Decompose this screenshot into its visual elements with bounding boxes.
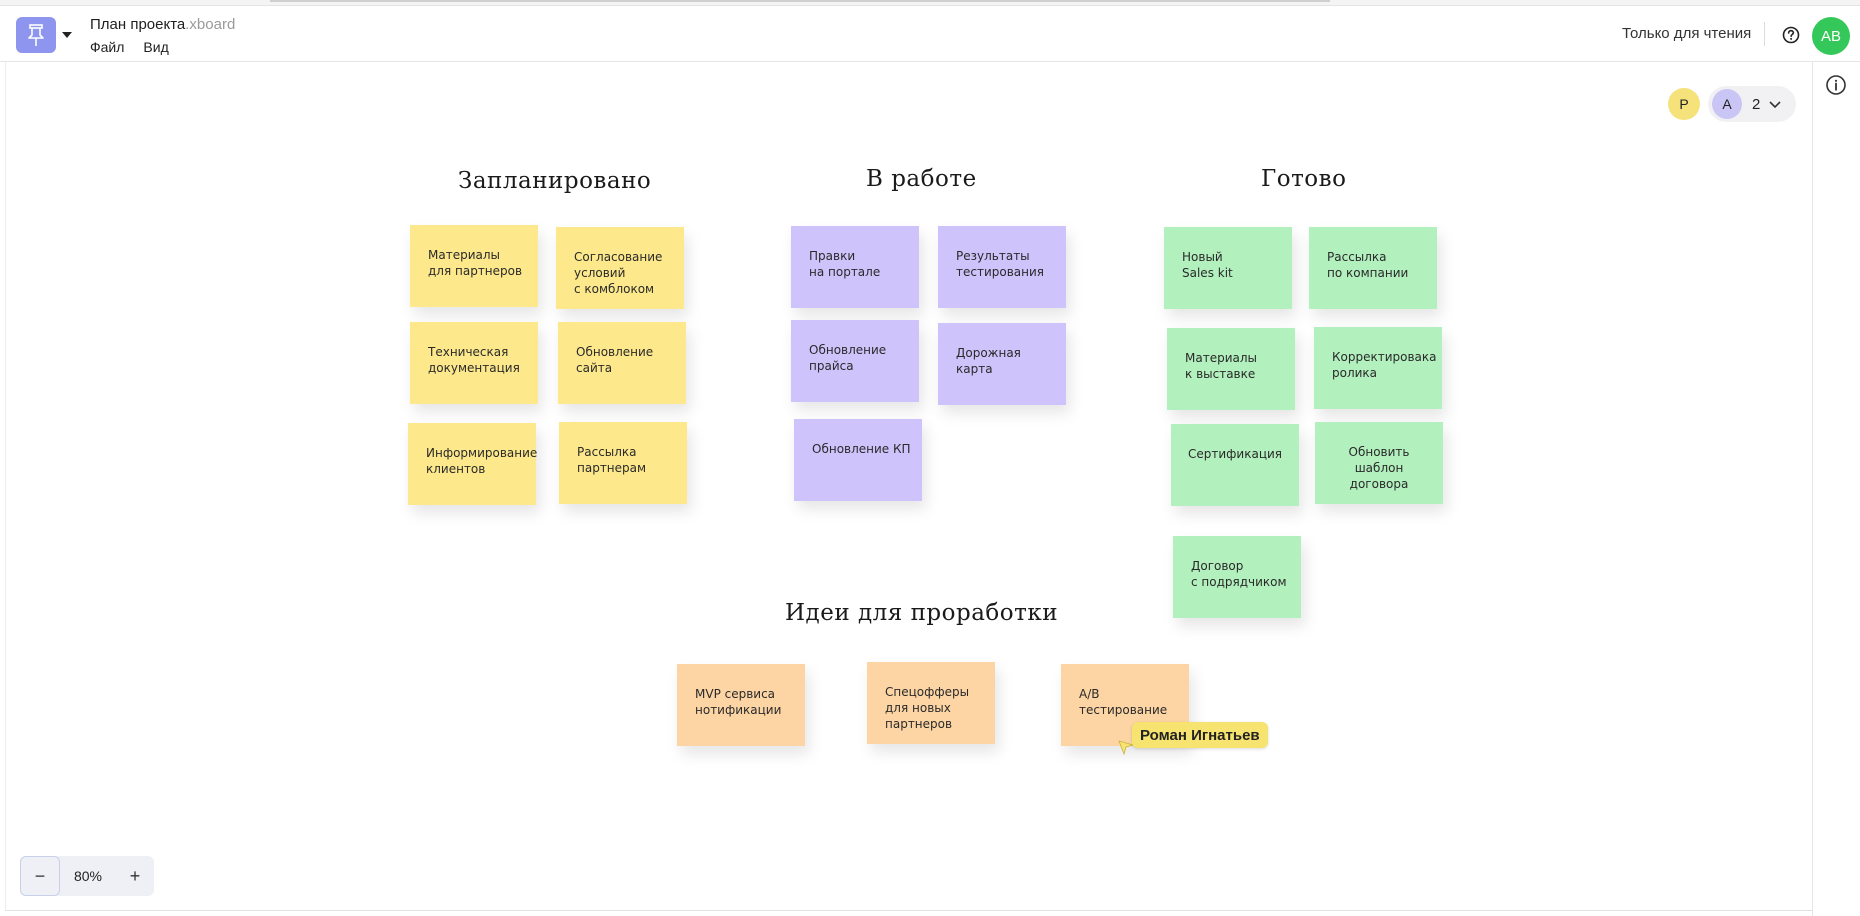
column-heading-in-progress: В работе (866, 166, 977, 192)
sticky-note[interactable]: Обновление прайса (791, 320, 919, 402)
collaborator-avatar: А (1712, 89, 1742, 119)
sticky-note[interactable]: Договор с подрядчиком (1173, 536, 1301, 618)
pin-icon (28, 24, 44, 46)
right-side-panel (1812, 62, 1860, 916)
menu-view[interactable]: Вид (143, 39, 169, 55)
cursor-arrow-icon (1118, 740, 1134, 756)
top-bar: План проекта.xboard Файл Вид Только для … (0, 0, 1860, 62)
readonly-label: Только для чтения (1622, 25, 1752, 42)
sticky-note[interactable]: Техническая документация (410, 322, 538, 404)
canvas-border (6, 910, 1812, 911)
sticky-note[interactable]: Рассылка партнерам (559, 422, 687, 504)
collaborator-avatar[interactable]: Р (1668, 88, 1700, 120)
remote-cursor-label: Роман Игнатьев (1132, 722, 1268, 748)
sticky-note[interactable]: Корректировака ролика (1314, 327, 1442, 409)
user-avatar[interactable]: AB (1812, 17, 1850, 55)
app-menu-button[interactable] (16, 17, 56, 53)
sticky-note[interactable]: Сертификация (1171, 424, 1299, 506)
sticky-note[interactable]: Новый Sales kit (1164, 227, 1292, 309)
section-heading-ideas: Идеи для проработки (785, 600, 1059, 626)
document-title-name: План проекта (90, 16, 186, 33)
menu-bar: Файл Вид (90, 39, 188, 55)
info-icon[interactable] (1825, 74, 1847, 96)
document-title-extension: .xboard (185, 16, 236, 33)
sticky-note[interactable]: Результаты тестирования (938, 226, 1066, 308)
menu-file[interactable]: Файл (90, 39, 125, 55)
zoom-control: − 80% + (20, 856, 154, 896)
collaborators-count: 2 (1752, 95, 1761, 113)
sticky-note[interactable]: Материалы для партнеров (410, 225, 538, 307)
chevron-down-icon[interactable] (60, 28, 74, 42)
sticky-note[interactable]: Обновление сайта (558, 322, 686, 404)
sticky-note[interactable]: Спецофферы для новых партнеров (867, 662, 995, 744)
sticky-note[interactable]: MVP сервиса нотификации (677, 664, 805, 746)
sticky-note[interactable]: A/B тестирование (1061, 664, 1189, 746)
sticky-note[interactable]: Согласование условий с комблоком (556, 227, 684, 309)
sticky-note[interactable]: Правки на портале (791, 226, 919, 308)
document-title[interactable]: План проекта.xboard (90, 16, 235, 33)
collaborators-dropdown[interactable]: А 2 (1708, 86, 1796, 122)
help-icon[interactable] (1782, 26, 1800, 44)
sticky-note[interactable]: Обновление КП (794, 419, 922, 501)
scroll-indicator (270, 0, 1330, 2)
sticky-note[interactable]: Рассылка по компании (1309, 227, 1437, 309)
sticky-note[interactable]: Обновить шаблон договора (1315, 422, 1443, 504)
collaborators: Р А 2 (1668, 86, 1796, 122)
sticky-note[interactable]: Информирование клиентов (408, 423, 537, 505)
sticky-note[interactable]: Материалы к выставке (1167, 328, 1295, 410)
column-heading-done: Готово (1261, 166, 1347, 192)
column-heading-planned: Запланировано (458, 168, 652, 194)
window-top-edge (0, 0, 1860, 6)
zoom-out-button[interactable]: − (20, 856, 60, 896)
chevron-down-icon (1769, 101, 1781, 109)
zoom-level[interactable]: 80% (73, 868, 103, 884)
divider (1764, 22, 1765, 46)
canvas-border-left (5, 62, 6, 911)
sticky-note[interactable]: Дорожная карта (938, 323, 1066, 405)
zoom-in-button[interactable]: + (129, 865, 141, 886)
